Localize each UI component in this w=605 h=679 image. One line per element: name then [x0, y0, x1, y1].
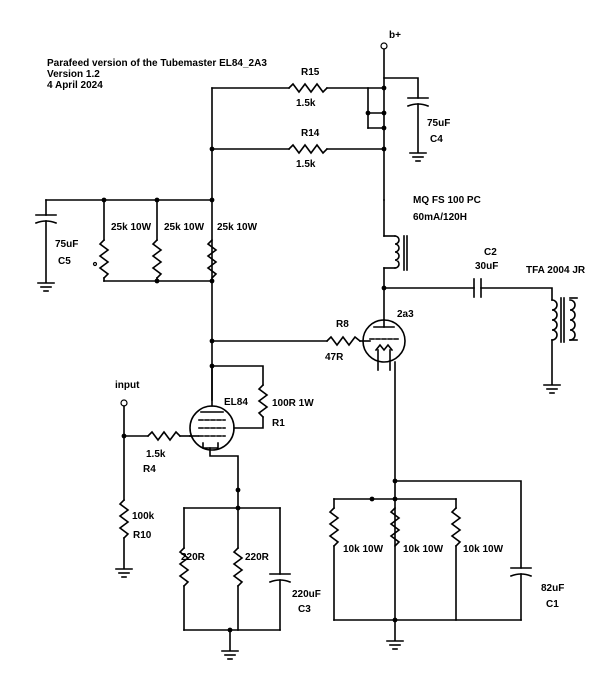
- r-25k-c: [206, 238, 218, 280]
- r-10k-b-value: 10k 10W: [403, 544, 444, 555]
- r15-value: 1.5k: [296, 98, 316, 109]
- r15-name: R15: [301, 67, 320, 78]
- r-10k-a: [328, 498, 340, 621]
- c3-name: C3: [298, 604, 311, 615]
- c1-capacitor: [509, 567, 533, 621]
- r-25k-a-value: 25k 10W: [111, 222, 152, 233]
- title-line-3: 4 April 2024: [47, 80, 103, 91]
- c2-capacitor: [383, 278, 553, 301]
- r-10k-a-value: 10k 10W: [343, 544, 384, 555]
- r14-name: R14: [301, 128, 320, 139]
- title-line-1: Parafeed version of the Tubemaster EL84_…: [47, 58, 267, 69]
- c4-value: 75uF: [427, 118, 450, 129]
- r-220-a-value: 220R: [181, 552, 206, 563]
- r10-resistor: [118, 498, 130, 569]
- r10-name: R10: [133, 530, 152, 541]
- r4-name: R4: [143, 464, 156, 475]
- ground-icon: [409, 152, 427, 162]
- r1-value: 100R 1W: [272, 398, 314, 409]
- r4-value: 1.5k: [146, 449, 166, 460]
- c5-name: C5: [58, 256, 71, 267]
- b-plus-terminal: [380, 42, 388, 201]
- c2-name: C2: [484, 247, 497, 258]
- title-line-2: Version 1.2: [47, 69, 100, 80]
- output-transformer: [551, 297, 578, 385]
- tube-2a3-name: 2a3: [397, 309, 414, 320]
- ground-icon: [115, 568, 133, 578]
- ground-icon: [543, 384, 561, 394]
- r14-resistor: [211, 143, 385, 155]
- r-10k-b: [389, 506, 401, 548]
- c4-name: C4: [430, 134, 443, 145]
- c2-value: 30uF: [475, 261, 498, 272]
- choke-value: 60mA/120H: [413, 212, 467, 223]
- choke-inductor: [383, 199, 408, 321]
- c1-value: 82uF: [541, 583, 564, 594]
- r1-resistor: [211, 365, 269, 429]
- r-25k-a: [98, 199, 110, 282]
- input-label: input: [115, 380, 140, 391]
- r8-resistor: [211, 335, 371, 347]
- c5-value: 75uF: [55, 239, 78, 250]
- r-25k-c-value: 25k 10W: [217, 222, 258, 233]
- ground-icon: [221, 650, 239, 660]
- choke-name: MQ FS 100 PC: [413, 195, 481, 206]
- b-plus-label: b+: [389, 30, 401, 41]
- r1-name: R1: [272, 418, 285, 429]
- r-25k-b-value: 25k 10W: [164, 222, 205, 233]
- r8-value: 47R: [325, 352, 344, 363]
- r8-name: R8: [336, 319, 349, 330]
- c1-name: C1: [546, 599, 559, 610]
- input-terminal: [120, 399, 128, 407]
- r-220-b: [232, 507, 244, 631]
- tube-el84-icon: [189, 365, 235, 451]
- transformer-name: TFA 2004 JR: [526, 265, 586, 276]
- r4-resistor: [123, 430, 191, 442]
- ground-icon: [386, 640, 404, 650]
- r-25k-b: [151, 199, 163, 282]
- c3-value: 220uF: [292, 589, 321, 600]
- r-220-b-value: 220R: [245, 552, 270, 563]
- tube-el84-name: EL84: [224, 397, 248, 408]
- ground-icon: [37, 282, 55, 292]
- r15-resistor: [211, 82, 385, 94]
- r-220-a: [178, 507, 190, 631]
- r-10k-c-value: 10k 10W: [463, 544, 504, 555]
- tube-2a3-icon: [362, 319, 406, 371]
- r-10k-c: [450, 498, 462, 621]
- c5-capacitor: [34, 199, 58, 283]
- r10-value: 100k: [132, 511, 155, 522]
- r14-value: 1.5k: [296, 159, 316, 170]
- c4-capacitor: [383, 77, 430, 153]
- c3-capacitor: [268, 507, 292, 631]
